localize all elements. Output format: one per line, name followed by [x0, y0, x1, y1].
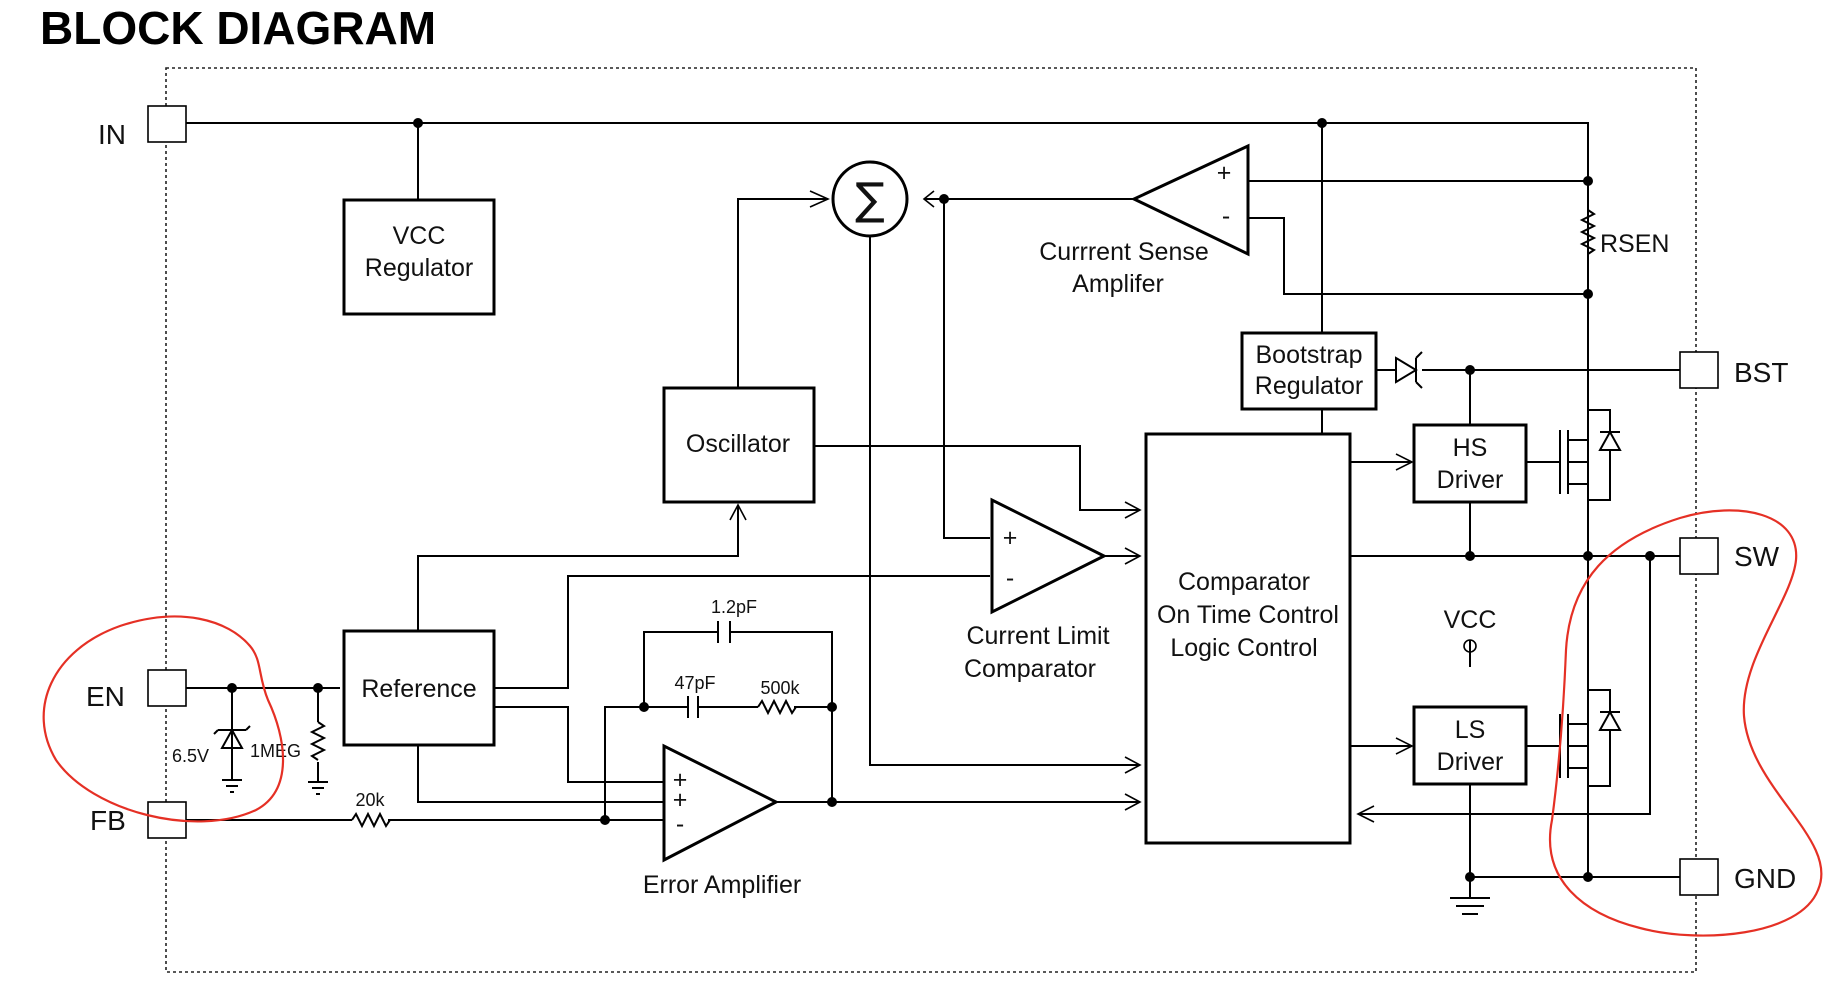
capacitor-1-2pf: 1.2pF: [711, 597, 757, 643]
svg-text:47pF: 47pF: [674, 673, 715, 693]
comparator-logic-block: Comparator On Time Control Logic Control: [1144, 432, 1352, 845]
chip-boundary: [165, 67, 1697, 973]
svg-text:VCC: VCC: [1444, 606, 1497, 634]
svg-text:-: -: [1006, 564, 1014, 592]
low-side-mosfet: [1559, 689, 1622, 787]
resistor-1meg: 1MEG: [250, 721, 328, 795]
bootstrap-diode: [1395, 351, 1423, 389]
svg-text:Regulator: Regulator: [365, 254, 473, 282]
ls-driver-block: LS Driver: [1412, 705, 1528, 786]
summing-junction: ∑: [831, 160, 909, 238]
current-sense-amplifier: + - Currrent Sense Amplifer: [1039, 143, 1250, 298]
svg-text:Current Limit: Current Limit: [966, 622, 1109, 650]
svg-text:Regulator: Regulator: [1255, 372, 1363, 400]
diagram-title: BLOCK DIAGRAM: [40, 2, 436, 54]
arrowheads: [729, 190, 1414, 823]
svg-text:∑: ∑: [855, 174, 885, 225]
svg-text:RSEN: RSEN: [1600, 230, 1669, 258]
svg-text:Driver: Driver: [1437, 466, 1504, 494]
svg-text:Error Amplifier: Error Amplifier: [643, 871, 801, 899]
rsen-resistor: RSEN: [1579, 209, 1669, 258]
junction-dots: [227, 118, 1655, 882]
vcc-regulator-block: VCC Regulator: [342, 198, 496, 316]
ground-symbol: [1450, 897, 1490, 915]
svg-text:GND: GND: [1734, 863, 1796, 894]
svg-text:Currrent Sense: Currrent Sense: [1039, 238, 1209, 266]
svg-text:VCC: VCC: [393, 222, 446, 250]
svg-text:Reference: Reference: [361, 675, 476, 703]
svg-text:LS: LS: [1455, 716, 1486, 744]
svg-text:Amplifer: Amplifer: [1072, 270, 1164, 298]
svg-text:EN: EN: [86, 681, 125, 712]
annotation-circle-en: [42, 615, 285, 823]
svg-text:+: +: [673, 766, 688, 794]
high-side-mosfet: [1559, 409, 1622, 501]
svg-text:On Time Control: On Time Control: [1157, 601, 1339, 629]
oscillator-block: Oscillator: [662, 386, 816, 504]
svg-text:20k: 20k: [355, 790, 385, 810]
annotation-circle-sw-gnd: [1549, 509, 1823, 937]
zener-diode-6-5v: 6.5V: [172, 725, 251, 793]
svg-text:+: +: [1217, 159, 1232, 187]
pin-en[interactable]: EN: [86, 669, 187, 712]
svg-text:1MEG: 1MEG: [250, 741, 301, 761]
reference-block: Reference: [342, 629, 496, 747]
svg-text:Logic Control: Logic Control: [1170, 634, 1317, 662]
svg-text:BST: BST: [1734, 357, 1788, 388]
svg-text:FB: FB: [90, 805, 126, 836]
svg-text:-: -: [676, 810, 684, 838]
svg-text:-: -: [1222, 202, 1230, 230]
wires: [186, 122, 1680, 898]
svg-text:+: +: [673, 786, 688, 814]
vcc-terminal: VCC: [1444, 606, 1497, 653]
svg-text:6.5V: 6.5V: [172, 746, 209, 766]
svg-text:+: +: [1003, 524, 1018, 552]
pin-bst[interactable]: BST: [1679, 351, 1788, 389]
svg-text:Oscillator: Oscillator: [686, 430, 790, 458]
resistor-500k: 500k: [757, 678, 801, 716]
hs-driver-block: HS Driver: [1412, 423, 1528, 504]
svg-text:Bootstrap: Bootstrap: [1255, 341, 1362, 369]
current-limit-comparator: + - Current Limit Comparator: [964, 497, 1110, 683]
svg-text:Driver: Driver: [1437, 748, 1504, 776]
pin-gnd[interactable]: GND: [1679, 858, 1796, 896]
pin-in[interactable]: IN: [98, 105, 187, 150]
error-amplifier: + + - Error Amplifier: [643, 743, 801, 899]
svg-text:1.2pF: 1.2pF: [711, 597, 757, 617]
svg-text:Comparator: Comparator: [964, 655, 1096, 683]
svg-text:HS: HS: [1453, 434, 1488, 462]
resistor-20k: 20k: [351, 790, 391, 829]
capacitor-47pf: 47pF: [674, 673, 716, 718]
svg-text:500k: 500k: [760, 678, 800, 698]
svg-text:IN: IN: [98, 119, 126, 150]
svg-text:Comparator: Comparator: [1178, 568, 1310, 596]
svg-text:SW: SW: [1734, 541, 1780, 572]
bootstrap-regulator-block: Bootstrap Regulator: [1240, 331, 1378, 411]
pin-sw[interactable]: SW: [1679, 537, 1780, 575]
